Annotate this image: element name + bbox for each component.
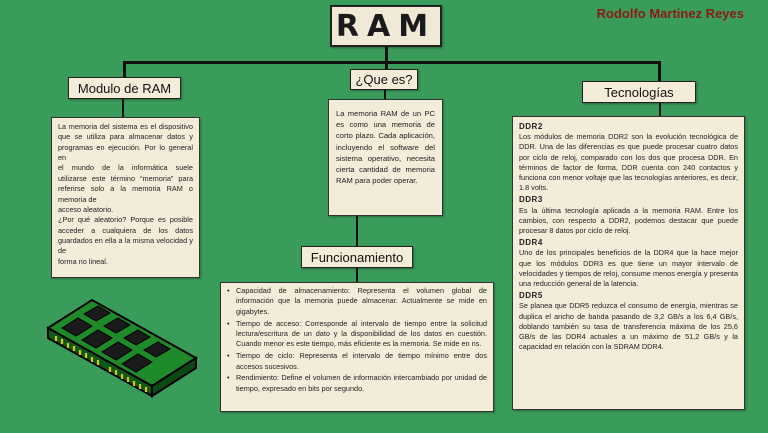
tec-heading: DDR3 <box>519 195 543 205</box>
connector-func-up <box>356 216 358 246</box>
list-item: Capacidad de almacenamiento: Representa … <box>226 286 487 317</box>
modulo-line: forma no lineal. <box>58 256 108 266</box>
node-funcionamiento-label: Funcionamiento <box>301 246 413 268</box>
tec-heading: DDR4 <box>519 238 543 248</box>
node-modulo-label: Modulo de RAM <box>68 77 181 99</box>
queses-text: La memoria RAM de un PC es como una memo… <box>336 109 435 186</box>
tec-text: Uno de los principales beneficios de la … <box>519 248 738 288</box>
connector-left-down <box>123 61 126 78</box>
connector-right-down <box>658 61 661 81</box>
tec-heading: DDR5 <box>519 291 543 301</box>
node-tecnologias-label: Tecnologías <box>582 81 696 103</box>
modulo-line: acceso aleatorio. <box>58 204 114 214</box>
author-name: Rodolfo Martinez Reyes <box>596 6 744 21</box>
connector-center-down <box>385 61 388 69</box>
node-queses-label: ¿Que es? <box>350 69 418 90</box>
connector-horizontal <box>123 61 661 64</box>
tec-text: Es la última tecnología aplicada a la me… <box>519 205 738 235</box>
modulo-line: el mundo de la informática suele utiliza… <box>58 163 193 204</box>
list-item: Tiempo de ciclo: Representa el intervalo… <box>226 351 487 372</box>
node-modulo-content: La memoria del sistema es el dispositivo… <box>51 117 200 278</box>
tec-text: Se planea que DDR5 reduzca el consumo de… <box>519 301 738 352</box>
tec-text: Los módulos de memoria DDR2 son la evolu… <box>519 132 738 193</box>
page-title: RAM <box>330 5 442 47</box>
tec-heading: DDR2 <box>519 122 543 131</box>
connector-modulo-down <box>122 99 124 118</box>
modulo-line: La memoria del sistema es el dispositivo… <box>58 122 193 163</box>
node-tecnologias-content: DDR2 Los módulos de memoria DDR2 son la … <box>512 116 745 410</box>
modulo-line: ¿Por qué aleatorio? Porque es posible ac… <box>58 215 193 256</box>
funcionamiento-list: Capacidad de almacenamiento: Representa … <box>226 286 487 394</box>
node-funcionamiento-content: Capacidad de almacenamiento: Representa … <box>220 282 494 412</box>
connector-queses-down <box>384 90 386 100</box>
node-queses-content: La memoria RAM de un PC es como una memo… <box>328 99 443 216</box>
list-item: Rendimiento: Define el volumen de inform… <box>226 373 487 394</box>
list-item: Tiempo de acceso: Corresponde al interva… <box>226 319 487 350</box>
connector-tec-down <box>659 103 661 117</box>
connector-title-down <box>385 47 388 63</box>
ram-module-icon <box>46 298 198 398</box>
connector-func-down <box>356 268 358 283</box>
